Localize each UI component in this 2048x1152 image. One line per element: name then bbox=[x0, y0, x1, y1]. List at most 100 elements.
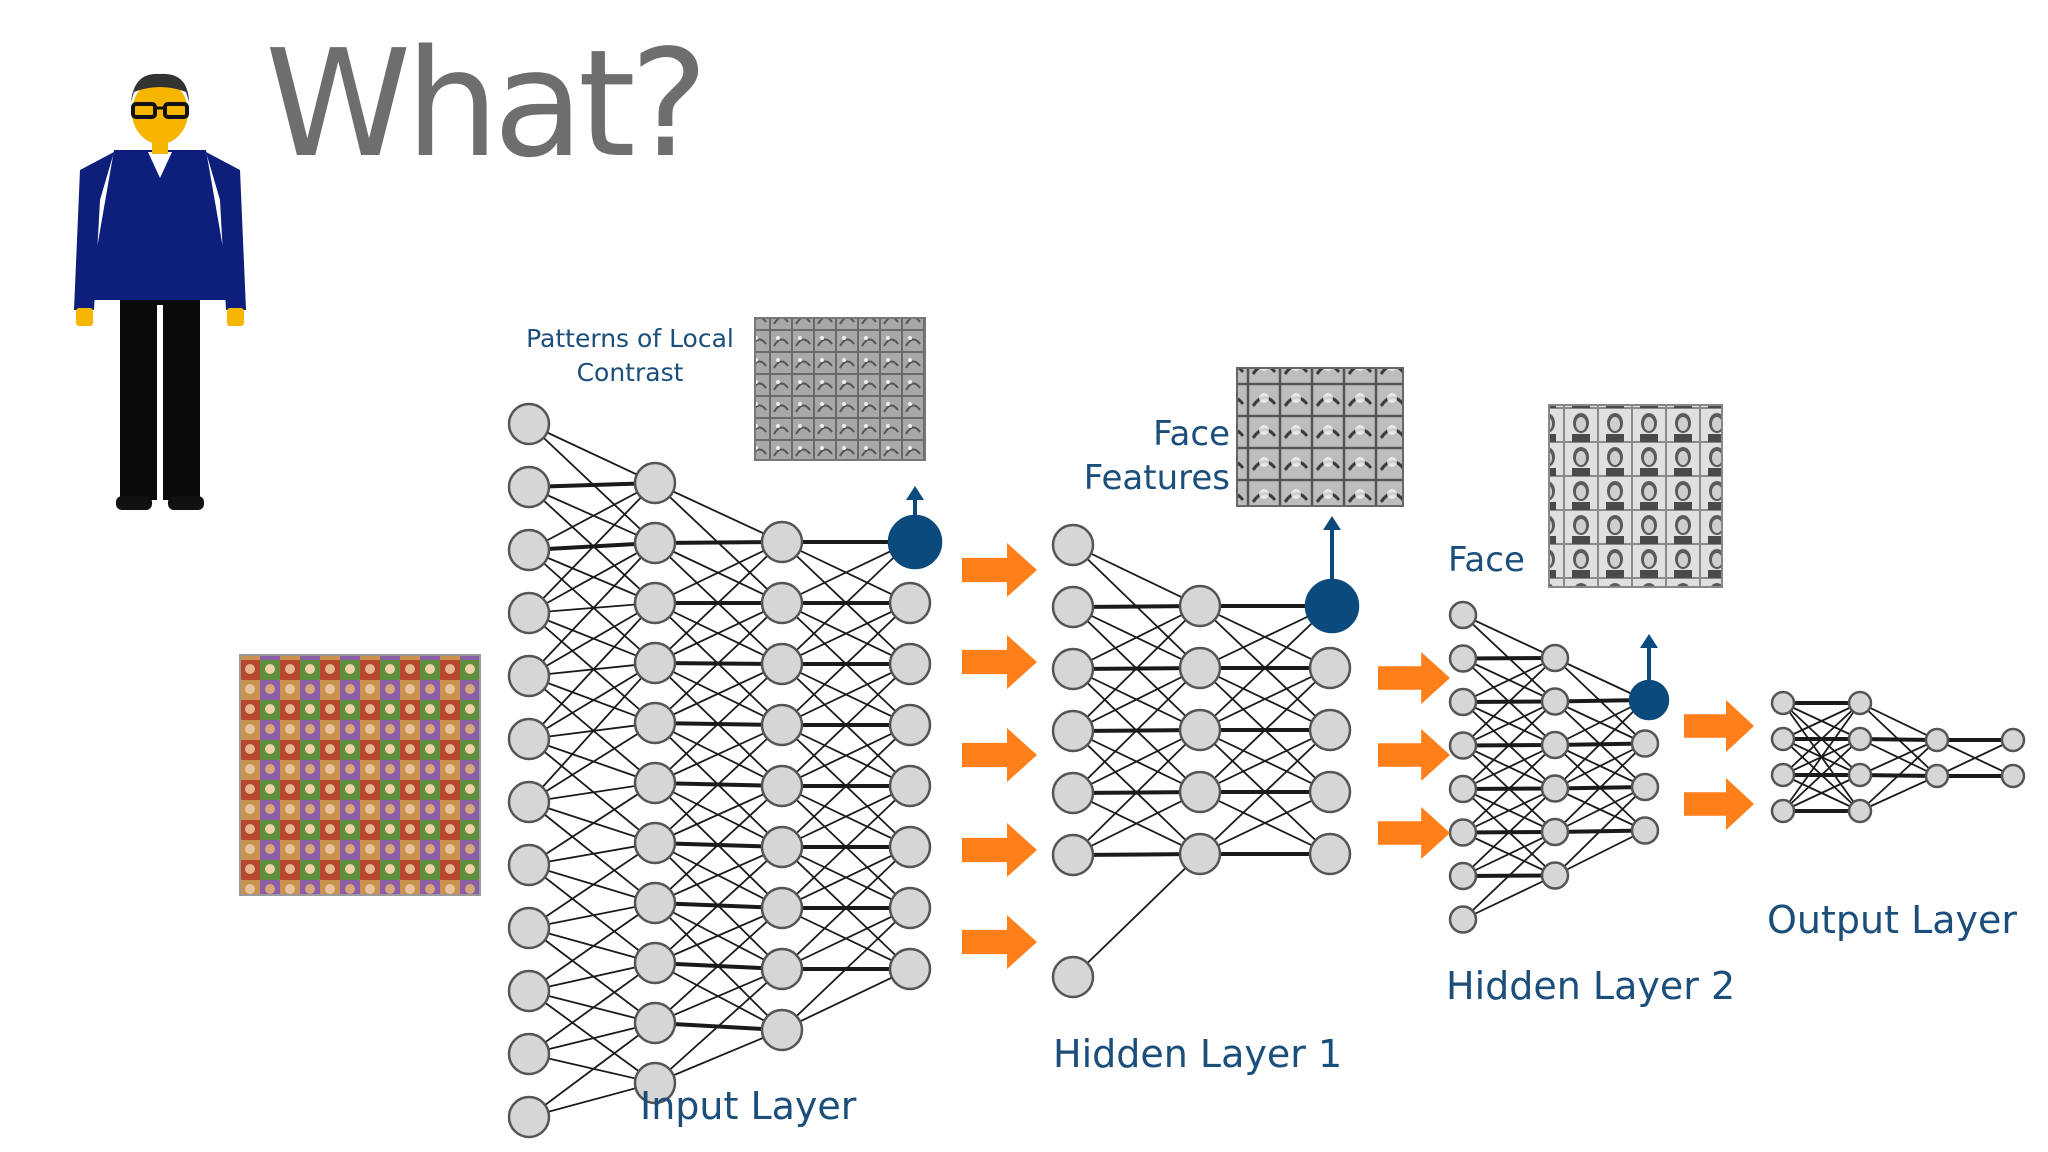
network-node bbox=[1448, 774, 1478, 804]
presenter-face bbox=[132, 80, 188, 144]
network-node bbox=[507, 969, 551, 1013]
network-node bbox=[760, 1008, 804, 1052]
connection-line bbox=[1199, 667, 1331, 731]
network-node bbox=[1051, 585, 1095, 629]
network-node bbox=[1178, 646, 1222, 690]
connection-line bbox=[1199, 791, 1331, 855]
connection-line bbox=[528, 738, 656, 844]
connection-line bbox=[528, 542, 656, 677]
connection-line bbox=[781, 907, 911, 1031]
network-node bbox=[633, 761, 677, 805]
faces-image bbox=[1548, 404, 1723, 588]
connection-line bbox=[528, 782, 656, 866]
network-node bbox=[1630, 729, 1660, 758]
connection-line bbox=[654, 724, 783, 784]
connection-line bbox=[528, 962, 656, 992]
connection-line bbox=[528, 662, 656, 803]
connection-line bbox=[1554, 742, 1646, 790]
connection-line bbox=[1462, 744, 1556, 790]
connection-line bbox=[528, 990, 656, 1024]
network-node bbox=[888, 642, 932, 686]
connection-line bbox=[1782, 738, 1861, 812]
connection-line bbox=[528, 549, 656, 604]
connection-line bbox=[528, 675, 656, 724]
orange-arrow-icon bbox=[1378, 807, 1450, 859]
network-node bbox=[760, 703, 804, 747]
connection-line bbox=[1462, 787, 1556, 834]
network-node bbox=[1448, 818, 1478, 847]
connection-line bbox=[1462, 700, 1556, 747]
connection-line bbox=[1859, 702, 1938, 741]
connection-line bbox=[528, 662, 656, 740]
presenter-left-arm bbox=[74, 152, 114, 310]
connection-line bbox=[781, 724, 911, 787]
connection-line bbox=[1072, 729, 1201, 794]
connection-line bbox=[528, 902, 656, 992]
network-node bbox=[633, 701, 677, 745]
connection-line bbox=[1859, 775, 1938, 812]
local-contrast-patterns-image bbox=[754, 317, 926, 461]
connection-line bbox=[1554, 742, 1646, 833]
network-node bbox=[633, 641, 677, 685]
output-arrow-2-head bbox=[1323, 516, 1341, 530]
connection-line bbox=[781, 602, 911, 665]
network-node bbox=[1051, 771, 1095, 815]
connection-line bbox=[781, 541, 911, 665]
connection-line bbox=[528, 990, 656, 1084]
network-node bbox=[1178, 708, 1222, 752]
network-node bbox=[1448, 687, 1478, 717]
network-node bbox=[1448, 731, 1478, 760]
network-node bbox=[760, 886, 804, 930]
connection-line bbox=[1782, 702, 1861, 776]
hidden-layer-1-label: Hidden Layer 1 bbox=[1053, 1032, 1343, 1076]
highlighted-node bbox=[1304, 578, 1360, 634]
input-faces-image bbox=[239, 654, 481, 896]
face-features-image bbox=[1236, 367, 1404, 507]
presenter-hair bbox=[131, 73, 189, 102]
connection-line bbox=[1782, 774, 1861, 812]
connection-line bbox=[654, 1029, 783, 1084]
connection-line bbox=[528, 1022, 656, 1055]
presenter-left-hand bbox=[76, 308, 93, 326]
connection-line bbox=[654, 663, 783, 784]
network-node bbox=[507, 654, 551, 698]
connection-line bbox=[654, 846, 783, 904]
connection-line bbox=[781, 846, 911, 970]
connection-line bbox=[654, 663, 783, 724]
connection-line bbox=[654, 602, 783, 724]
connection-line bbox=[1554, 699, 1646, 746]
network-node bbox=[1770, 762, 1796, 788]
network-node bbox=[507, 465, 551, 509]
connection-line bbox=[654, 541, 783, 664]
network-node bbox=[1847, 762, 1873, 788]
orange-arrow-icon bbox=[962, 635, 1037, 689]
output-arrow-3-head bbox=[1640, 634, 1658, 648]
network-node bbox=[633, 581, 677, 625]
connection-line bbox=[654, 724, 783, 844]
presenter-glasses-left bbox=[131, 102, 157, 119]
network-node bbox=[633, 941, 677, 985]
connection-line bbox=[1782, 702, 1861, 812]
connection-line bbox=[1462, 657, 1556, 703]
connection-line bbox=[654, 541, 783, 604]
connection-line bbox=[654, 907, 783, 1024]
connection-line bbox=[654, 482, 783, 543]
connection-line bbox=[1859, 739, 1938, 812]
connection-line bbox=[1462, 874, 1556, 921]
connection-line bbox=[528, 927, 656, 1024]
connection-line bbox=[781, 541, 911, 604]
connection-line bbox=[1072, 667, 1201, 732]
network-node bbox=[1448, 905, 1478, 934]
hidden-layer-2-label: Hidden Layer 2 bbox=[1446, 964, 1736, 1008]
connection-line bbox=[1554, 829, 1646, 877]
network-node bbox=[1630, 816, 1660, 845]
connection-line bbox=[528, 801, 656, 904]
network-node bbox=[1540, 861, 1570, 890]
orange-arrow-icon bbox=[1378, 729, 1450, 781]
network-node bbox=[1770, 798, 1796, 824]
connection-line bbox=[1199, 605, 1331, 731]
connection-line bbox=[1072, 729, 1201, 856]
layer-arrows bbox=[962, 543, 1754, 969]
